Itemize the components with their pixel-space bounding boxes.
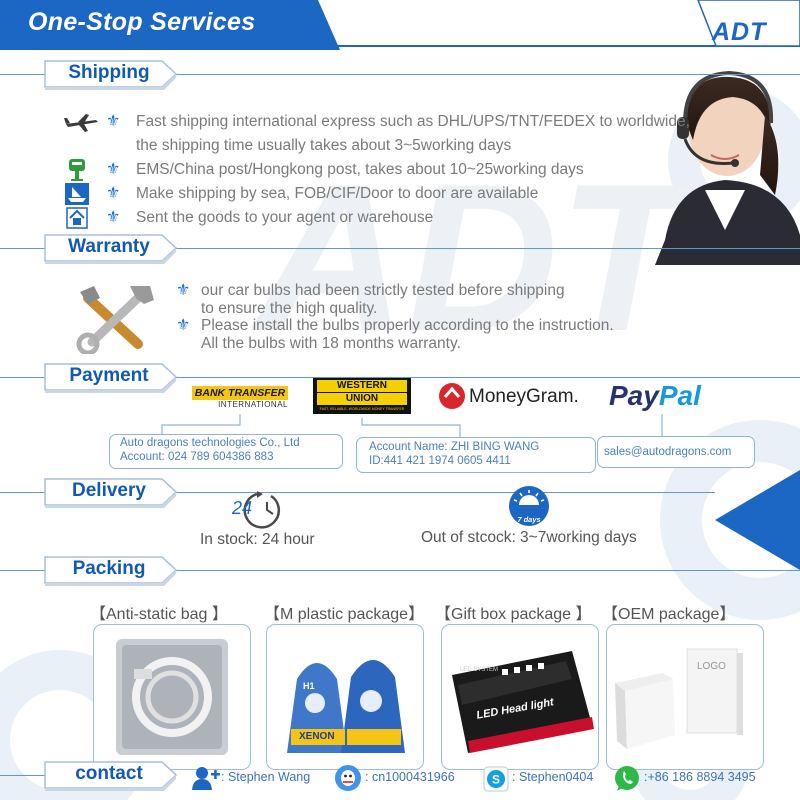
anti-static-bag-image: [116, 639, 228, 755]
contact-qq: : cn1000431966: [365, 770, 455, 784]
section-title-payment: Payment: [69, 365, 149, 386]
m-plastic-image: [287, 660, 405, 753]
pack-title-m-plastic: 【M plastic package】: [264, 606, 425, 623]
shipping-divider: [0, 74, 800, 75]
pack-box-anti-static: [93, 624, 251, 770]
section-title-warranty: Warranty: [68, 236, 150, 257]
paypal-email: sales@autodragons.com: [604, 446, 732, 458]
out-stock-icon-label: 7 days: [517, 515, 541, 524]
delivery-divider: [0, 492, 715, 493]
warranty-divider: [0, 248, 800, 249]
contact-divider: [0, 775, 60, 776]
ship-icon: [65, 183, 89, 205]
shipping-line-1: Fast shipping international express such…: [136, 113, 690, 130]
sun-7days-icon: [509, 486, 549, 526]
page-title: One-Stop Services: [28, 8, 256, 36]
shipping-line-4: Make shipping by sea, FOB/CIF/Door to do…: [136, 185, 539, 202]
section-title-packing: Packing: [72, 558, 146, 579]
wu-account-name: Account Name: ZHI BING WANG: [369, 441, 540, 453]
wu-account-id: ID:441 421 1974 0605 4411: [369, 455, 511, 467]
paypal-email-box: sales@autodragons.com: [597, 436, 755, 468]
bank-account-box: Auto dragons technologies Co., Ltd Accou…: [109, 434, 343, 469]
moneygram-icon: [439, 383, 465, 409]
oem-logo-text: LOGO: [697, 661, 726, 672]
warranty-line-2: to ensure the high quality.: [201, 300, 378, 317]
m-plastic-badge: H1: [303, 681, 315, 691]
in-stock-icon-label: 24: [232, 498, 253, 518]
oem-package-image: [615, 648, 743, 749]
adt-watermark: ADT: [250, 140, 702, 375]
fleur-bullet-icon: ⚜: [176, 317, 191, 334]
add-contact-icon: [192, 767, 220, 790]
m-plastic-brand: XENON: [299, 731, 335, 742]
clock-24-icon: [243, 491, 281, 529]
western-union-logo: WESTERN UNION FAST, RELIABLE, WORLDWIDE …: [313, 378, 411, 414]
fleur-bullet-icon: ⚜: [106, 113, 121, 130]
packing-divider: [0, 570, 800, 571]
pack-box-oem: LOGO: [606, 624, 764, 770]
tools-icon: [76, 286, 154, 354]
out-stock-text: Out of stcock: 3~7working days: [421, 529, 637, 546]
brand-logo: ADT: [712, 18, 767, 46]
qq-icon: [335, 765, 361, 791]
tab-contact: contact: [44, 761, 178, 791]
header-banner: One-Stop Services ADT: [0, 0, 800, 50]
pack-box-m-plastic: H1 XENON: [266, 624, 424, 770]
bank-account-number: Account: 024 789 604386 883: [120, 451, 274, 463]
fleur-bullet-icon: ⚜: [176, 282, 191, 299]
payment-divider: [0, 377, 800, 378]
svg-text:S: S: [492, 773, 500, 787]
contact-person: : Stephen Wang: [221, 770, 311, 784]
house-icon: [66, 207, 88, 229]
gift-box-image: [452, 651, 594, 753]
shipping-line-2: the shipping time usually takes about 3~…: [136, 137, 512, 154]
section-title-delivery: Delivery: [72, 480, 146, 501]
moneygram-logo: MoneyGram.: [469, 386, 579, 407]
airplane-icon: [64, 114, 98, 132]
fleur-bullet-icon: ⚜: [106, 161, 121, 178]
pack-box-gift-box: LED SYSTEM LED Head light: [441, 624, 599, 770]
pack-title-gift-box: 【Gift box package 】: [435, 606, 592, 623]
bank-company: Auto dragons technologies Co., Ltd: [120, 437, 300, 449]
paypal-logo: PayPal: [609, 380, 701, 411]
tab-delivery: Delivery: [44, 478, 178, 508]
customer-service-image: [655, 70, 800, 265]
contact-whatsapp: :+86 186 8894 3495: [644, 770, 756, 784]
section-title-shipping: Shipping: [68, 62, 150, 83]
tab-shipping: Shipping: [44, 60, 178, 90]
whatsapp-icon: [615, 766, 639, 791]
gift-box-small-label: LED SYSTEM: [460, 667, 499, 673]
shipping-line-3: EMS/China post/Hongkong post, takes abou…: [136, 161, 584, 178]
pack-title-oem: 【OEM package】: [602, 606, 736, 623]
pack-title-anti-static: 【Anti-static bag 】: [90, 606, 228, 623]
warranty-line-1: our car bulbs had been strictly tested b…: [201, 282, 565, 299]
warranty-line-4: All the bulbs with 18 months warranty.: [201, 335, 461, 352]
wu-account-box: Account Name: ZHI BING WANG ID:441 421 1…: [356, 437, 596, 473]
bank-transfer-logo: BANK TRANSFER INTERNATIONAL: [192, 386, 288, 412]
fleur-bullet-icon: ⚜: [106, 209, 121, 226]
shipping-line-5: Sent the goods to your agent or warehous…: [136, 209, 434, 226]
section-title-contact: contact: [75, 763, 143, 784]
tab-payment: Payment: [44, 363, 178, 393]
tab-warranty: Warranty: [44, 234, 178, 264]
contact-skype: : Stephen0404: [512, 770, 594, 784]
fleur-bullet-icon: ⚜: [106, 185, 121, 202]
warranty-line-3: Please install the bulbs properly accord…: [201, 317, 614, 334]
skype-icon: S: [483, 766, 509, 792]
tab-packing: Packing: [44, 556, 178, 586]
in-stock-text: In stock: 24 hour: [200, 531, 315, 548]
post-box-icon: [69, 159, 85, 181]
